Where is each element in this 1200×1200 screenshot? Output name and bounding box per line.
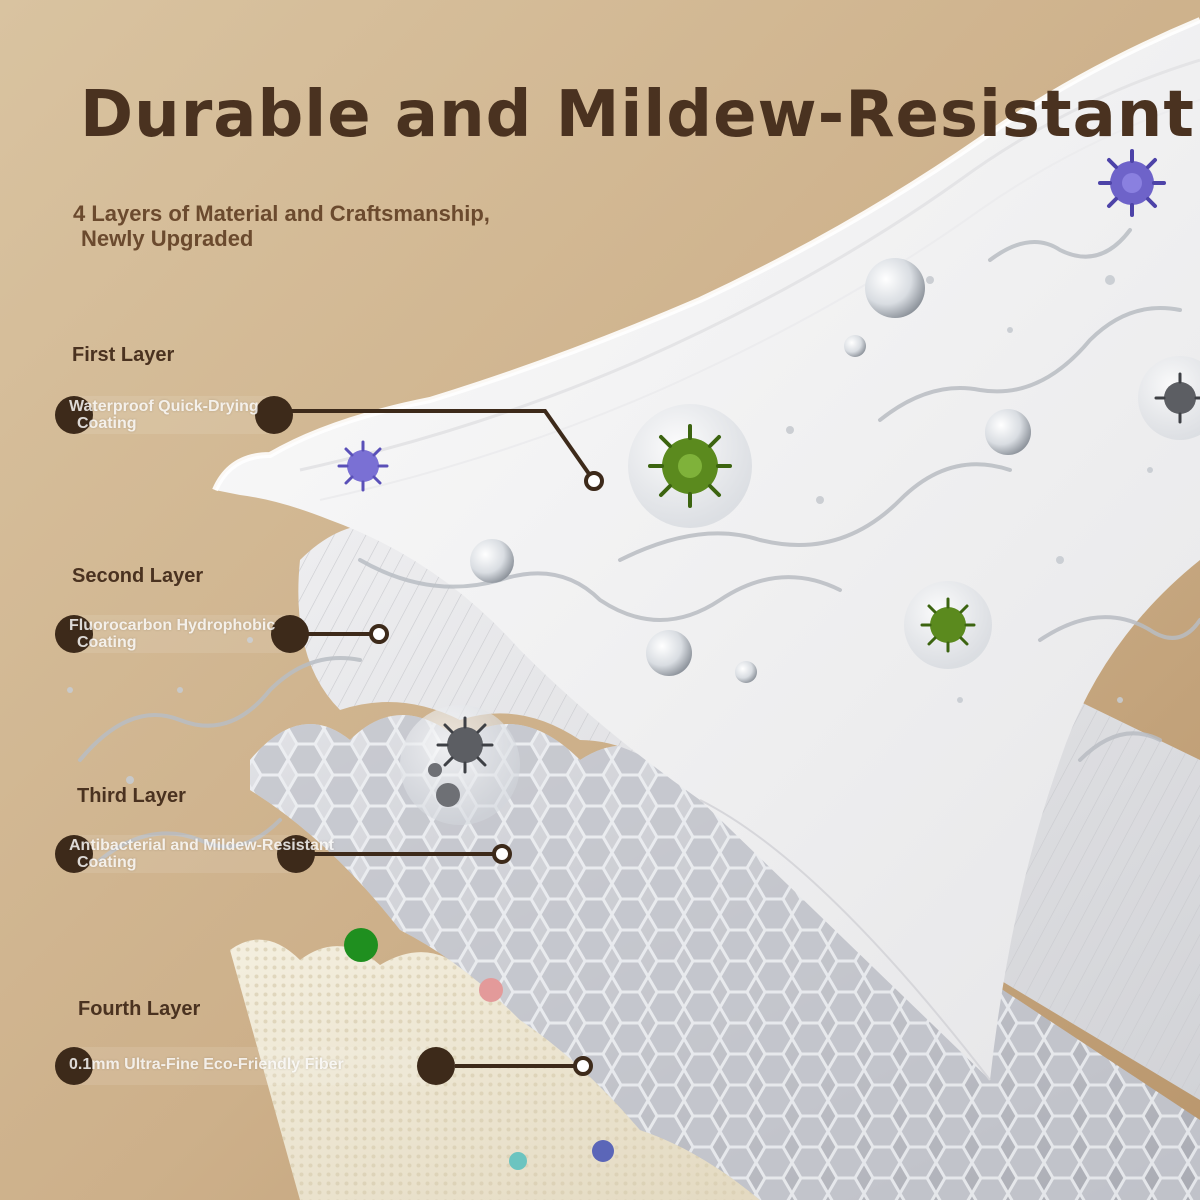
layer-1-desc-line-1: Waterproof Quick-Drying [69,398,259,415]
layer-4-title: Fourth Layer [78,998,201,1020]
layer-2-title: Second Layer [72,565,204,587]
layer-2-label: Fluorocarbon Hydrophobic Coating [55,615,309,653]
subtitle-line-2: Newly Upgraded [81,226,254,251]
layer-3-desc-line-2: Coating [77,854,137,871]
page-title: Durable and Mildew-Resistant [80,78,1195,152]
layer-1-title: First Layer [72,344,175,366]
layer-2-desc-line-2: Coating [77,634,137,651]
layer-3-label: Antibacterial and Mildew-Resistant Coati… [55,835,334,873]
layer-2-desc-line-1: Fluorocarbon Hydrophobic [69,617,276,634]
layer-4-label: 0.1mm Ultra-Fine Eco-Friendly Fiber [55,1047,455,1085]
layer-3-title: Third Layer [77,785,186,807]
layer-3-desc-line-1: Antibacterial and Mildew-Resistant [69,837,334,854]
subtitle: 4 Layers of Material and Craftsmanship, … [73,201,490,251]
subtitle-line-1: 4 Layers of Material and Craftsmanship, [73,201,490,226]
purple-virus-icon [1098,149,1166,217]
layer-4-desc-line-1: 0.1mm Ultra-Fine Eco-Friendly Fiber [69,1056,344,1073]
layer-1-label: Waterproof Quick-Drying Coating [55,396,293,434]
layer-1-desc-line-2: Coating [77,415,137,432]
green-virus-icon [648,424,732,508]
